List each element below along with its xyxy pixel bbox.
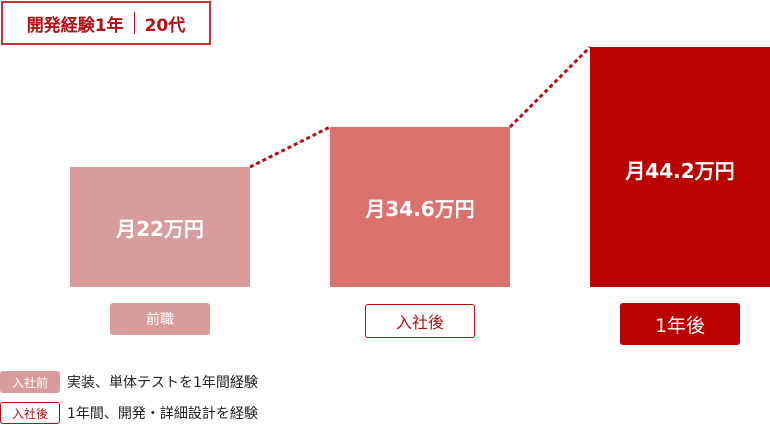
bar-previous-job: 月22万円 [70,167,250,287]
note-after-joining: 入社後 1年間、開発・詳細設計を経験 [0,402,258,424]
divider [133,12,135,34]
note-tag: 入社前 [0,371,60,393]
bar-one-year-later: 月44.2万円 [590,47,770,287]
note-text: 実装、単体テストを1年間経験 [67,375,258,391]
bar-after-joining: 月34.6万円 [330,127,510,287]
note-tag: 入社後 [0,402,60,424]
note-before-joining: 入社前 実装、単体テストを1年間経験 [0,371,258,393]
bar-value-label: 月44.2万円 [625,159,735,183]
category-label-previous-job: 前職 [110,303,210,335]
category-label-one-year-later: 1年後 [620,303,740,345]
note-text: 1年間、開発・詳細設計を経験 [67,406,258,422]
age-label: 20代 [144,15,186,36]
trend-line-2 [508,45,592,129]
experience-label: 開発経験1年 [26,15,124,36]
profile-tag: 開発経験1年 20代 [1,1,211,45]
bar-value-label: 月34.6万円 [365,196,475,221]
category-label-after-joining: 入社後 [365,304,475,338]
trend-line-1 [249,125,331,169]
bar-value-label: 月22万円 [116,216,204,241]
